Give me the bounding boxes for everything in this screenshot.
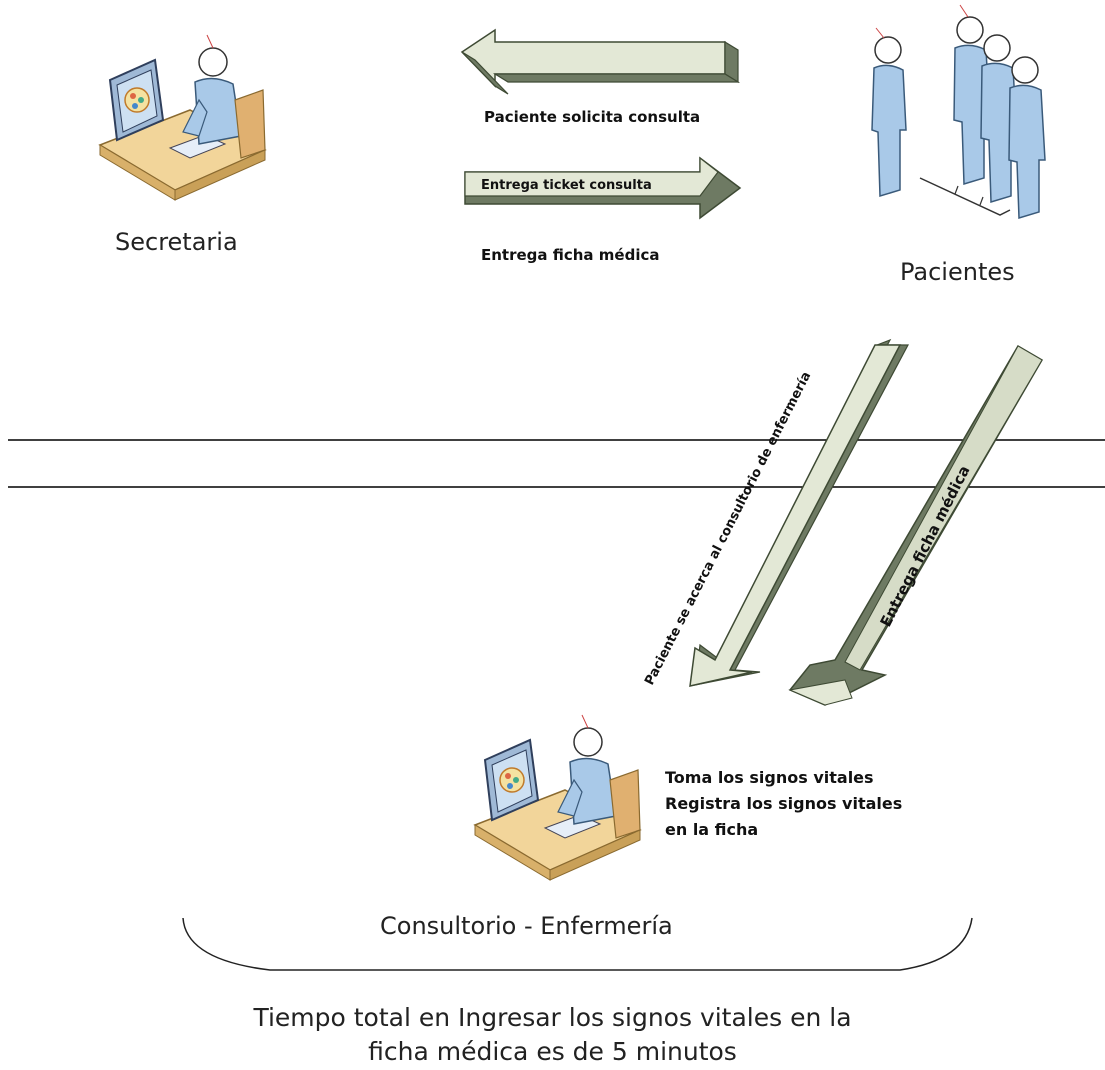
nursing-step: Toma los signos vitales	[665, 768, 874, 787]
nursing-step: Registra los signos vitales	[665, 794, 903, 813]
nursing-step: en la ficha	[665, 820, 759, 839]
nursing-steps: Toma los signos vitales Registra los sig…	[665, 765, 902, 843]
ticket-label: Entrega ticket consulta	[481, 178, 652, 193]
total-time-line-2: ficha médica es de 5 minutos	[368, 1037, 737, 1066]
nursing-office-label: Consultorio - Enfermería	[380, 912, 673, 940]
nursing-workstation-icon	[473, 714, 642, 881]
request-label: Paciente solicita consulta	[484, 108, 701, 126]
ticket-arrow	[464, 156, 742, 220]
approach-nursing-arrow	[689, 338, 909, 687]
patients-group-icon	[871, 4, 1046, 219]
request-arrow	[460, 28, 741, 95]
deliver-record-arrow	[788, 344, 1044, 706]
secretary-workstation-icon	[98, 34, 267, 201]
patients-label: Pacientes	[900, 258, 1015, 286]
secretary-label: Secretaria	[115, 228, 238, 256]
record-to-patient-label: Entrega ficha médica	[481, 246, 660, 264]
grouping-brace	[182, 917, 973, 971]
total-time-line-1: Tiempo total en Ingresar los signos vita…	[253, 1003, 852, 1032]
